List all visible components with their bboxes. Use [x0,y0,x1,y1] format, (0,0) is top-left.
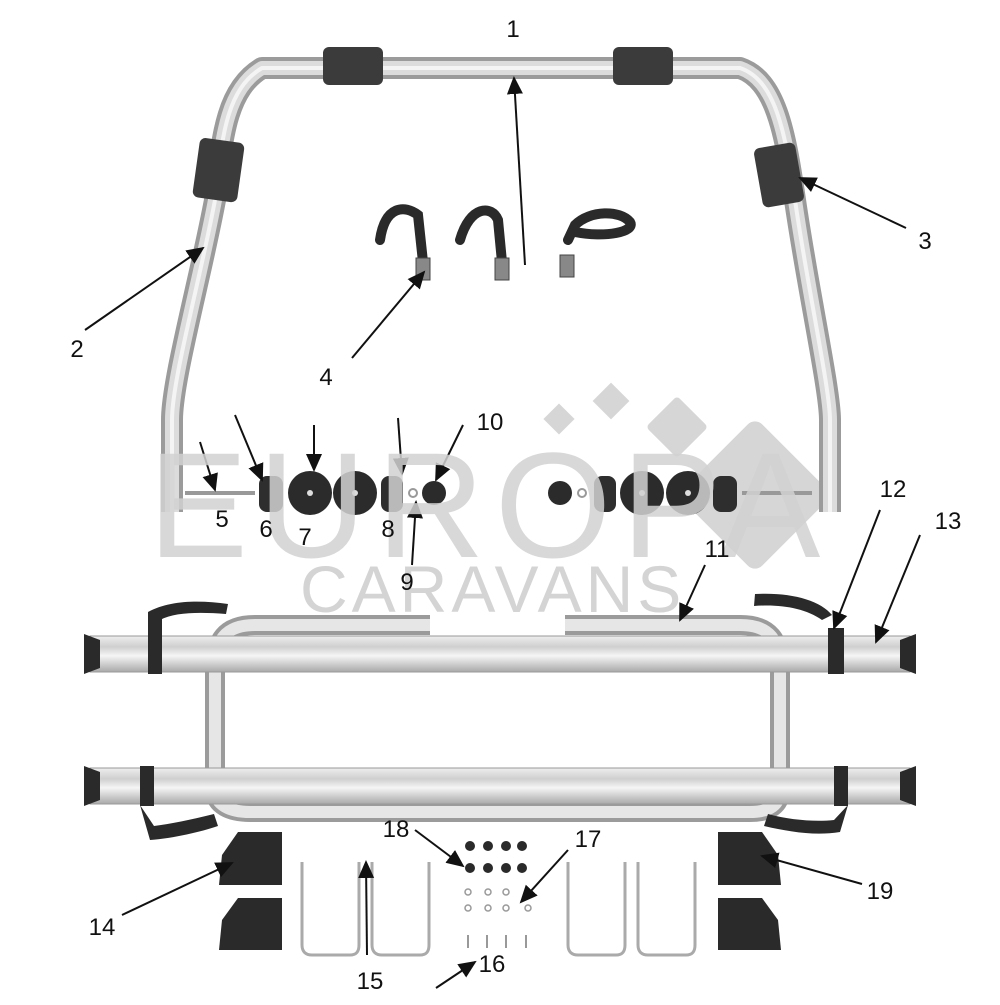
callout-4: 4 [319,364,333,391]
u-bolts [300,862,697,957]
foam-pads [192,47,804,208]
callout-19: 19 [866,878,894,905]
callout-18: 18 [382,816,410,843]
rail-straps [140,593,848,840]
wheel-rails [84,634,916,806]
callout-12: 12 [879,476,907,503]
watermark-text-caravans: CARAVANS [300,552,686,626]
callout-16: 16 [478,951,506,978]
watermark-text-europa: EUROPA [148,421,831,589]
callout-11: 11 [704,536,730,563]
leader-arrows [84,76,921,989]
straps [375,204,636,267]
callout-14: 14 [88,914,116,941]
callout-10: 10 [476,409,504,436]
callout-5: 5 [215,506,229,533]
callout-17: 17 [574,826,602,853]
callout-13: 13 [934,508,962,535]
callout-8: 8 [381,516,395,543]
callout-3: 3 [918,228,932,255]
callout-1: 1 [506,16,520,43]
hardware-row-right [548,471,812,515]
callout-2: 2 [70,336,84,363]
strap-buckles [415,254,575,281]
callout-6: 6 [259,516,273,543]
callout-7: 7 [298,524,312,551]
callout-15: 15 [356,968,384,995]
callout-9: 9 [400,569,414,596]
nuts-washers-screws [464,841,532,948]
main-frame-hoop [161,57,841,512]
mounting-plates [219,832,781,950]
hardware-row-left [185,471,446,515]
